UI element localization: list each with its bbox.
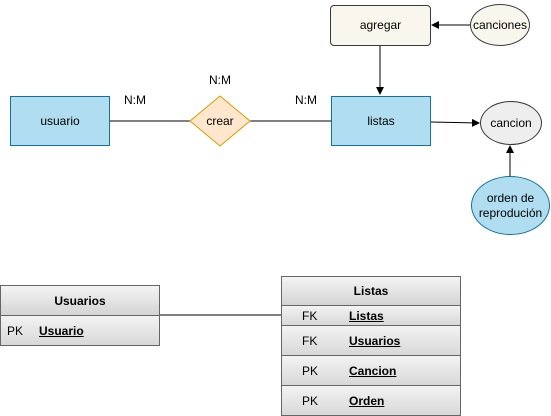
table-usuarios-row: PK Usuario: [0, 316, 160, 346]
table-listas-row-field: Cancion: [349, 363, 397, 378]
table-listas-row: PK Cancion: [281, 356, 461, 386]
entity-listas: listas: [331, 96, 431, 146]
table-usuarios-row-key: PK: [7, 323, 24, 338]
table-listas-row-field: Orden: [349, 393, 385, 408]
table-listas-row: FK Listas: [281, 306, 461, 326]
table-listas-header: Listas: [281, 276, 461, 306]
table-listas-title: Listas: [353, 284, 389, 298]
table-usuarios-header: Usuarios: [0, 285, 160, 316]
table-listas-row-key: FK: [302, 308, 318, 323]
table-listas-row: PK Orden: [281, 386, 461, 416]
edge-listas-cancion: [430, 118, 480, 127]
table-listas-row-key: FK: [302, 333, 318, 348]
cardinality-right: N:M: [295, 93, 317, 107]
table-listas-row: FK Usuarios: [281, 326, 461, 356]
attribute-cancion-label: cancion: [490, 115, 532, 130]
table-usuarios-title: Usuarios: [54, 293, 106, 308]
attribute-canciones-label: canciones: [472, 17, 528, 32]
process-agregar: agregar: [330, 5, 431, 46]
attribute-cancion: cancion: [480, 101, 542, 145]
table-usuarios-row-field: Usuario: [39, 323, 84, 338]
entity-usuario: usuario: [10, 96, 110, 146]
entity-usuario-label: usuario: [40, 113, 80, 128]
cardinality-top: N:M: [209, 73, 231, 87]
cardinality-left: N:M: [124, 93, 146, 107]
entity-listas-label: listas: [367, 113, 395, 128]
relationship-label: crear: [206, 114, 234, 128]
attribute-orden-label: orden de reprodución: [478, 190, 543, 220]
relationship-diamond: [189, 95, 251, 147]
table-listas-row-field: Listas: [349, 308, 384, 323]
table-listas-row-field: Usuarios: [349, 333, 401, 348]
table-listas-row-key: PK: [302, 363, 319, 378]
attribute-orden-de-reproducion: orden de reprodución: [471, 176, 550, 235]
relationship-crear-label: crear: [190, 96, 250, 146]
process-agregar-label: agregar: [359, 18, 402, 32]
table-listas-row-key: PK: [302, 393, 319, 408]
attribute-canciones: canciones: [470, 4, 530, 46]
